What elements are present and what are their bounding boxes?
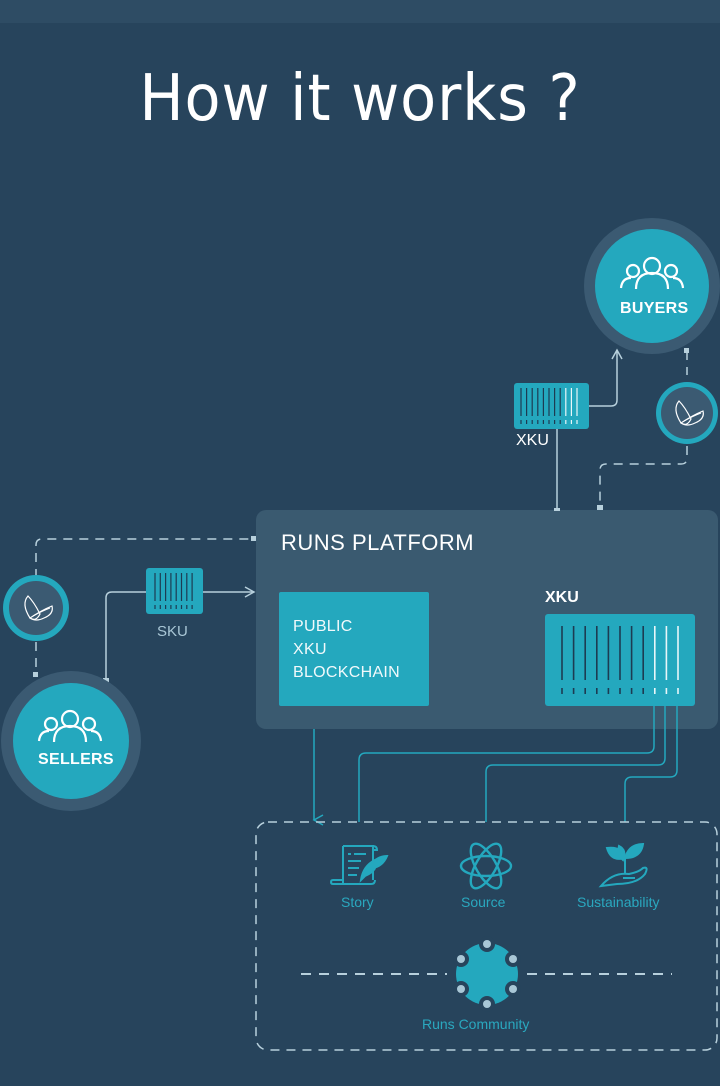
sellers-node	[1, 671, 141, 811]
connector-dot	[597, 505, 603, 510]
platform-xku-label: XKU	[545, 589, 579, 606]
attributes-box	[255, 821, 718, 1051]
buyers-node	[584, 218, 720, 354]
chain-line: BLOCKCHAIN	[293, 664, 401, 681]
buyer-token-connector	[599, 446, 688, 507]
xku-code-label: XKU	[516, 432, 549, 449]
sku-code-label: SKU	[157, 623, 188, 640]
seller-token-connector	[35, 538, 254, 578]
story-label: Story	[341, 894, 374, 910]
top-bar	[0, 0, 720, 23]
sku-line-in	[105, 591, 147, 681]
platform-title: RUNS PLATFORM	[281, 530, 475, 555]
page-title: How it works ?	[139, 62, 581, 136]
story-connector	[358, 706, 655, 822]
atom-icon	[459, 842, 513, 890]
xku-barcode-large	[545, 614, 695, 706]
sellers-label: SELLERS	[38, 751, 114, 768]
people-group-icon	[619, 256, 685, 290]
seller-token-node	[3, 575, 69, 641]
chain-line: XKU	[293, 641, 327, 658]
buyer-token-node	[656, 382, 718, 444]
runs-logo-icon	[675, 400, 704, 426]
chain-line: PUBLIC	[293, 618, 353, 635]
connector-dot	[33, 672, 38, 677]
hand-plant-icon	[598, 842, 648, 888]
source-label: Source	[461, 894, 506, 910]
sku-barcode	[146, 568, 203, 614]
source-connector	[485, 706, 666, 822]
runs-logo-icon	[24, 595, 53, 621]
connector-dot	[684, 348, 689, 353]
xku-arrow-to-buyers	[589, 348, 623, 407]
public-chain-label: PUBLIC XKU BLOCKCHAIN	[293, 615, 400, 684]
connector-dot	[554, 508, 560, 511]
public-chain-box	[279, 592, 429, 706]
sustainability-label: Sustainability	[577, 894, 660, 910]
sustainability-connector	[624, 706, 678, 822]
xku-barcode-small	[514, 383, 589, 429]
community-network-icon	[453, 936, 521, 1012]
people-group-icon	[37, 709, 103, 743]
community-label: Runs Community	[422, 1016, 530, 1032]
buyers-label: BUYERS	[620, 300, 689, 317]
scroll-quill-icon	[329, 845, 389, 885]
connector-dot	[251, 536, 256, 541]
